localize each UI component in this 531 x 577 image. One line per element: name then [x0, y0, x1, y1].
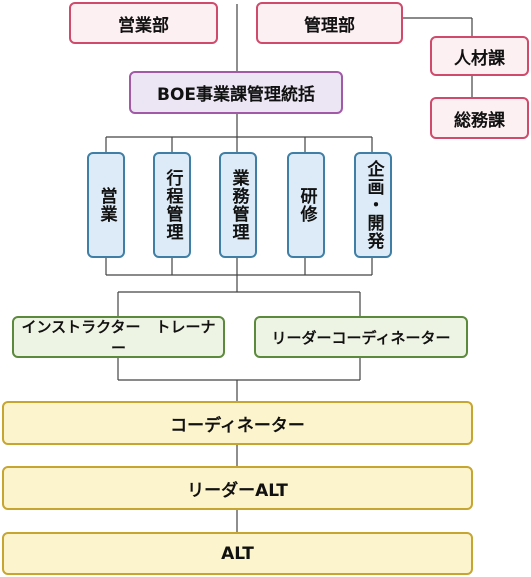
general-affairs-box: 総務課 [430, 97, 529, 139]
alt-label: ALT [221, 543, 254, 564]
instructor-trainer-box: インストラクター トレーナー [12, 316, 225, 358]
admin-dept-box: 管理部 [256, 2, 403, 44]
unit-label: 業務管理 [228, 169, 249, 241]
unit-label: 営業 [96, 187, 117, 223]
unit-operations-mgmt-box: 業務管理 [219, 152, 257, 258]
sales-dept-label: 営業部 [118, 15, 169, 36]
admin-dept-label: 管理部 [304, 15, 355, 36]
coordinator-box: コーディネーター [2, 401, 473, 445]
leader-alt-label: リーダーALT [187, 480, 288, 501]
leader-coordinator-box: リーダーコーディネーター [254, 316, 468, 358]
unit-process-mgmt-box: 行程管理 [153, 152, 191, 258]
leader-alt-box: リーダーALT [2, 466, 473, 510]
unit-label: 研修 [296, 187, 317, 223]
boe-management-box: BOE事業課管理統括 [129, 71, 343, 114]
hr-section-label: 人材課 [454, 48, 505, 69]
alt-box: ALT [2, 532, 473, 575]
instructor-trainer-label: インストラクター トレーナー [21, 318, 216, 357]
unit-sales-box: 営業 [87, 152, 125, 258]
sales-dept-box: 営業部 [69, 2, 218, 44]
coordinator-label: コーディネーター [170, 415, 305, 436]
unit-label: 企画・開発 [363, 160, 384, 250]
unit-planning-dev-box: 企画・開発 [354, 152, 392, 258]
hr-section-box: 人材課 [430, 36, 529, 76]
unit-training-box: 研修 [287, 152, 325, 258]
general-affairs-label: 総務課 [454, 110, 505, 131]
unit-label: 行程管理 [162, 169, 183, 241]
boe-management-label: BOE事業課管理統括 [156, 85, 316, 105]
leader-coordinator-label: リーダーコーディネーター [271, 328, 451, 347]
